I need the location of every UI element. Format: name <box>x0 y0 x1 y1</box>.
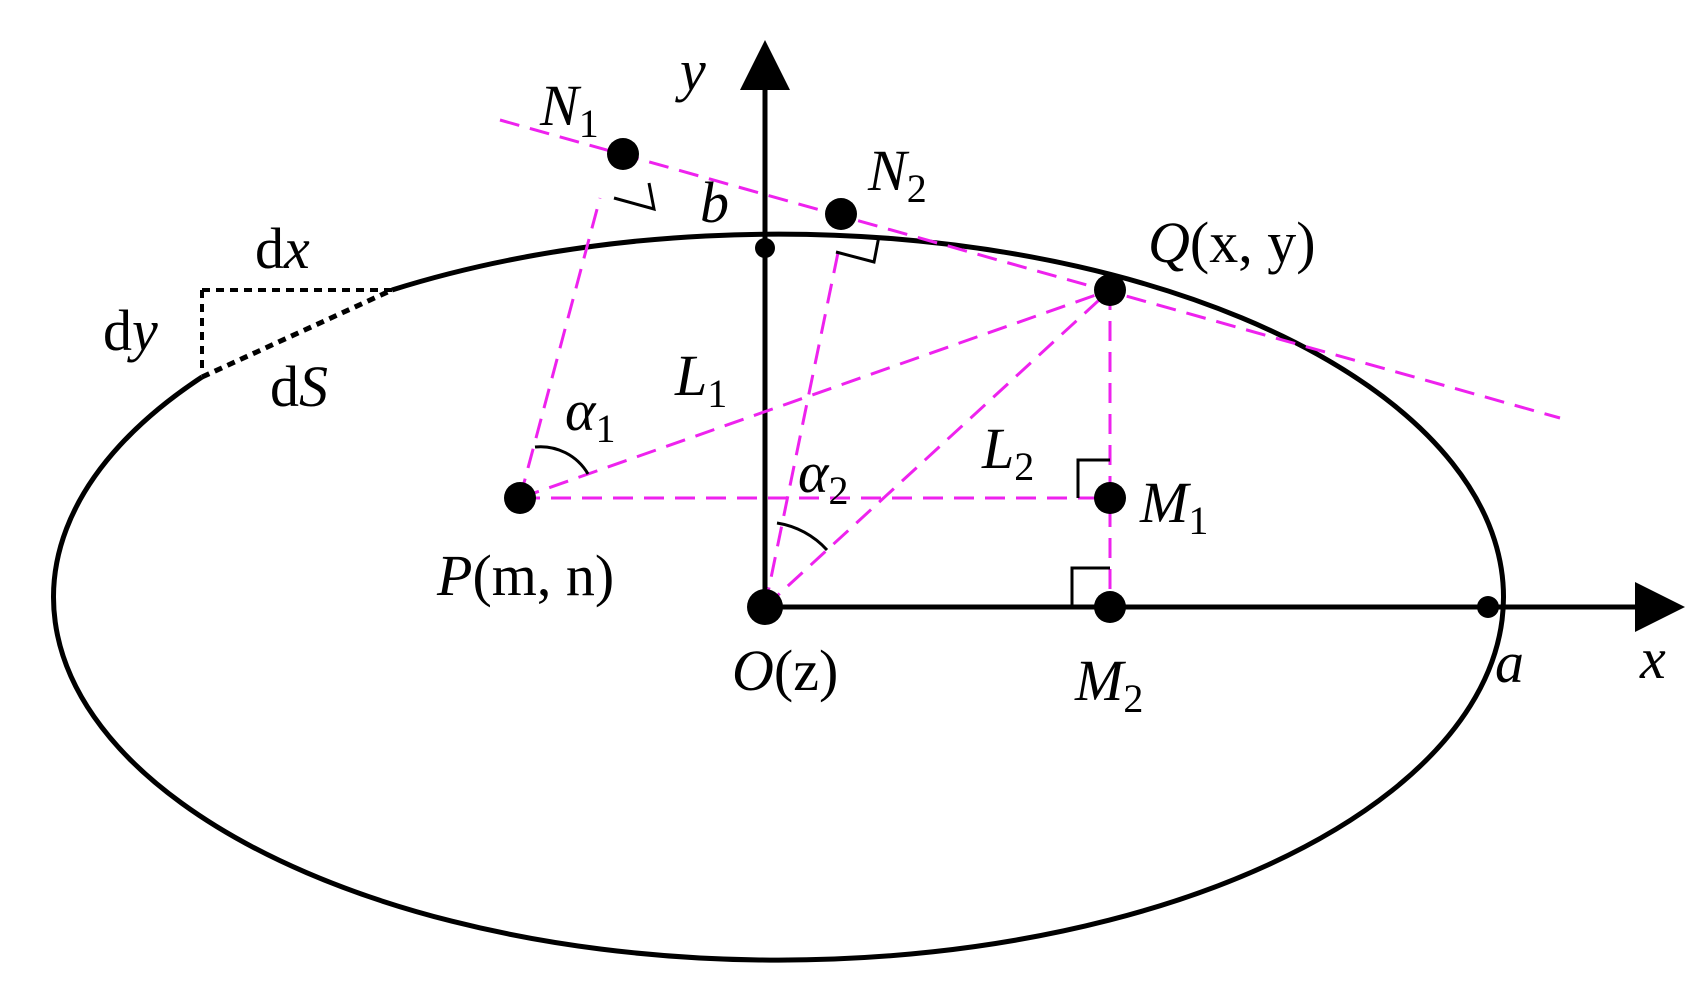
label-alpha1-sub: 1 <box>595 406 615 451</box>
point-N2 <box>825 198 857 230</box>
label-L2-main: L <box>981 416 1014 481</box>
label-dx-d: d <box>255 216 284 281</box>
label-Q-args: (x, y) <box>1190 210 1316 275</box>
point-P <box>504 482 536 514</box>
label-M1: M1 <box>1139 470 1208 543</box>
label-N1-sub: 1 <box>579 101 599 146</box>
right-angle-M2 <box>1070 566 1110 607</box>
label-Q-name: Q <box>1148 210 1190 275</box>
label-L2: L2 <box>981 416 1034 489</box>
point-O <box>747 589 783 625</box>
label-L1-main: L <box>674 343 707 408</box>
label-dy-d: d <box>103 298 132 363</box>
construction-lines <box>499 118 1561 609</box>
line-O-N2 <box>763 242 842 608</box>
label-axis-x: x <box>1639 626 1666 691</box>
label-ds-d: d <box>270 354 299 419</box>
ellipse-curve <box>51 231 1506 963</box>
point-N1 <box>607 138 639 170</box>
label-M2-sub: 2 <box>1123 676 1143 721</box>
point-M2 <box>1094 591 1126 623</box>
label-N2-main: N <box>867 138 910 203</box>
right-angle-M1 <box>1076 458 1110 498</box>
point-M1 <box>1094 482 1126 514</box>
label-L2-sub: 2 <box>1014 444 1034 489</box>
label-P-name: P <box>436 543 472 608</box>
label-dy: dy <box>103 298 158 363</box>
label-alpha1: α1 <box>565 378 615 451</box>
label-N2: N2 <box>867 138 927 211</box>
label-L1-sub: 1 <box>707 371 727 416</box>
label-alpha1-main: α <box>565 378 597 443</box>
label-M2-main: M <box>1074 648 1126 713</box>
label-ds-var: S <box>299 354 328 419</box>
label-alpha2: α2 <box>798 440 848 513</box>
ds-segment <box>200 287 394 380</box>
label-M1-main: M <box>1139 470 1191 535</box>
point-a <box>1477 596 1499 618</box>
label-N2-sub: 2 <box>907 166 927 211</box>
label-L1: L1 <box>674 343 727 416</box>
label-O-args: (z) <box>774 638 838 703</box>
line-P-Q <box>519 288 1111 500</box>
label-M1-sub: 1 <box>1188 498 1208 543</box>
tangent-line <box>499 118 1561 420</box>
label-ds: dS <box>270 354 328 419</box>
right-angle-N2 <box>835 235 881 264</box>
line-P-N1 <box>518 197 602 499</box>
label-dy-var: y <box>127 298 158 363</box>
right-angle-marks <box>613 182 1110 607</box>
label-Q: Q(x, y) <box>1148 210 1316 275</box>
angle-arc-alpha2 <box>776 521 829 552</box>
line-O-Q <box>763 288 1112 609</box>
label-M2: M2 <box>1074 648 1143 721</box>
label-N1: N1 <box>539 73 599 146</box>
label-N1-main: N <box>539 73 582 138</box>
label-O-name: O <box>732 638 774 703</box>
label-a: a <box>1495 630 1524 695</box>
label-alpha2-main: α <box>798 440 830 505</box>
label-axis-y: y <box>675 38 706 103</box>
right-angle-N1 <box>613 182 656 212</box>
angle-arc-alpha1 <box>534 445 590 475</box>
point-Q <box>1094 274 1126 306</box>
label-O: O(z) <box>732 638 838 703</box>
point-b <box>755 238 775 258</box>
label-P: P(m, n) <box>436 543 614 608</box>
label-b: b <box>700 170 729 235</box>
label-dx: dx <box>255 216 310 281</box>
label-dx-var: x <box>283 216 310 281</box>
label-alpha2-sub: 2 <box>828 468 848 513</box>
points <box>504 138 1499 625</box>
label-P-args: (m, n) <box>472 543 614 608</box>
